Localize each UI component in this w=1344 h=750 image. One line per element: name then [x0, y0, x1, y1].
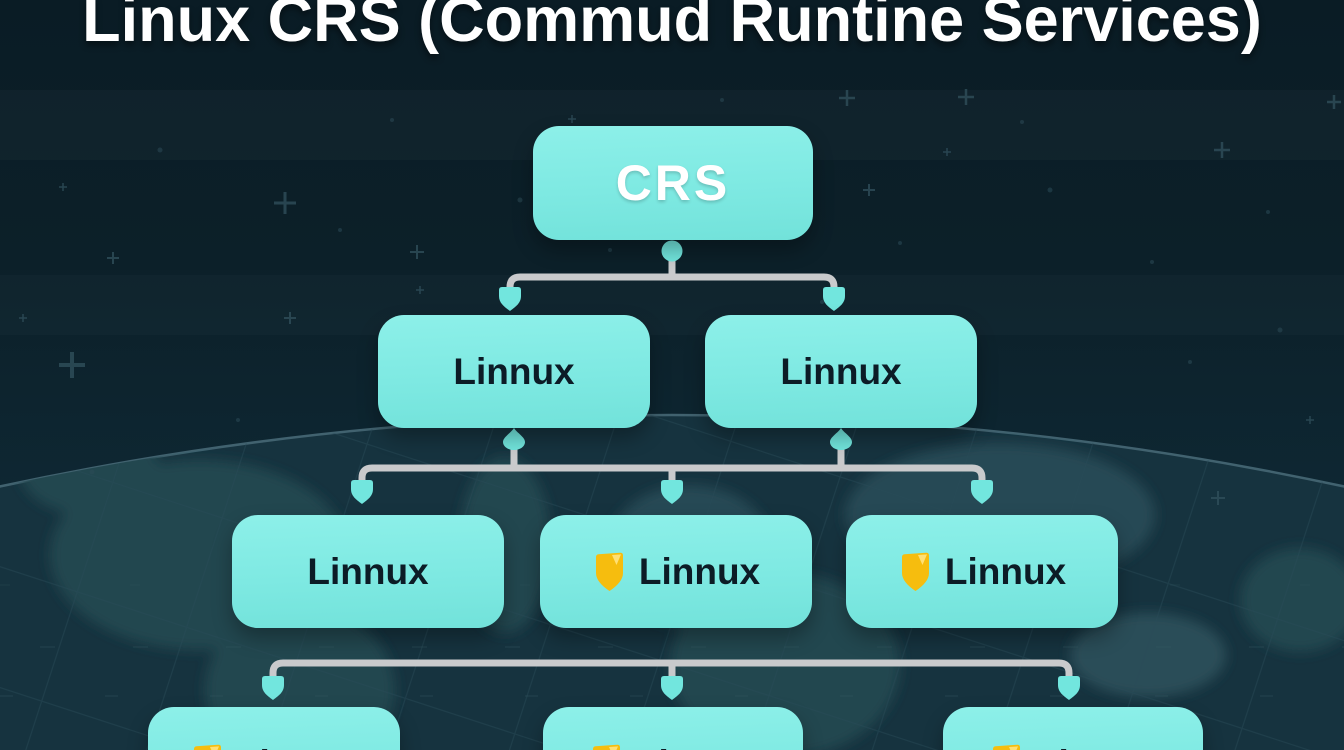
node-linnux-l4-2: Linnux [543, 707, 803, 750]
shield-icon [595, 552, 623, 591]
node-label: Linnux [237, 743, 358, 750]
shield-icon [193, 744, 221, 750]
node-label: Linnux [944, 550, 1067, 592]
node-linnux-l3-3: Linnux [846, 515, 1118, 628]
page-title: Linux CRS (Commud Runtine Services) [82, 0, 1262, 55]
node-linnux-l4-3: Linnux [943, 707, 1203, 750]
node-linnux-l2-1: Linnux [378, 315, 650, 428]
connector-tips [262, 240, 1080, 700]
node-linnux-l3-1: Linnux [232, 515, 504, 628]
shield-icon [992, 744, 1020, 750]
node-label: Linnux [453, 350, 575, 392]
node-crs-label: CRS [615, 155, 731, 211]
shield-icon [592, 744, 620, 750]
node-label: Linnux [636, 743, 757, 750]
node-linnux-l4-1: Linnux [148, 707, 400, 750]
node-linnux-l3-2: Linnux [540, 515, 812, 628]
node-label: Linnux [638, 550, 761, 592]
stem-dot [661, 240, 683, 262]
node-linnux-l2-2: Linnux [705, 315, 977, 428]
shield-icon [901, 552, 929, 591]
node-crs: CRS [533, 126, 813, 240]
node-label: Linnux [1036, 743, 1157, 750]
node-label: Linnux [307, 550, 429, 592]
node-label: Linnux [780, 350, 902, 392]
